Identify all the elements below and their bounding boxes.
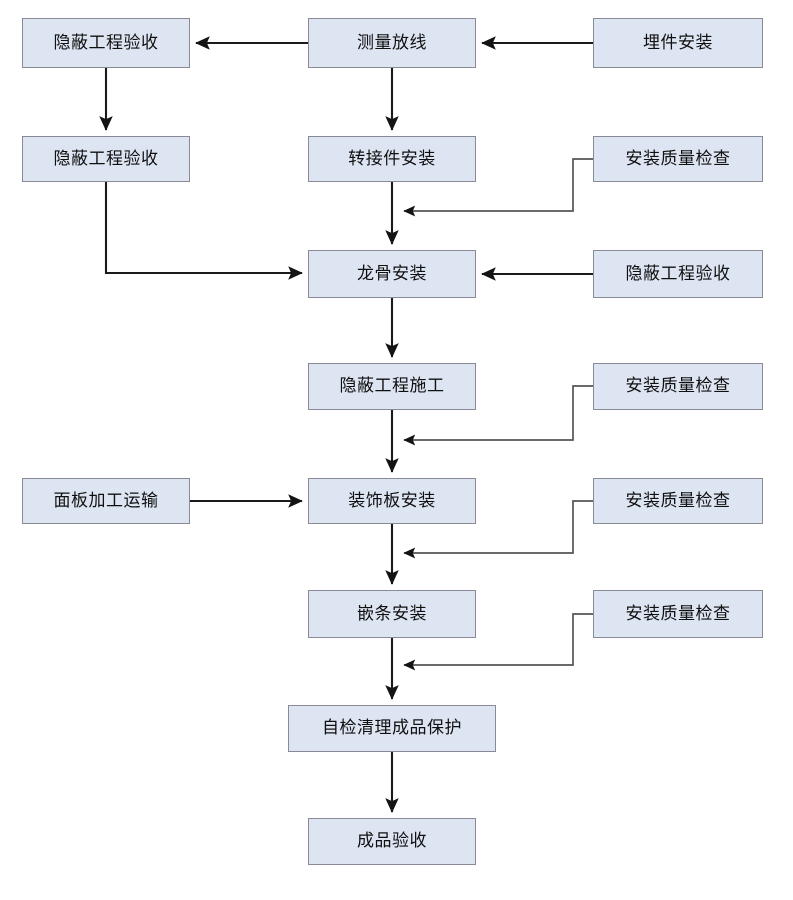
node-label: 埋件安装: [643, 32, 713, 53]
node-yinbi-gongcheng-yanshou-2[interactable]: 隐蔽工程验收: [22, 136, 190, 182]
node-label: 安装质量检查: [625, 603, 731, 624]
node-label: 转接件安装: [348, 148, 436, 169]
node-anzhuang-zhiliang-jiancha-3[interactable]: 安装质量检查: [593, 478, 763, 524]
node-yinbi-gongcheng-shigong[interactable]: 隐蔽工程施工: [308, 363, 476, 410]
node-qiantiao-anzhuang[interactable]: 嵌条安装: [308, 590, 476, 638]
node-label: 安装质量检查: [625, 490, 731, 511]
node-zhuanjiejian-anzhuang[interactable]: 转接件安装: [308, 136, 476, 182]
node-label: 自检清理成品保护: [322, 718, 462, 738]
node-label: 面板加工运输: [53, 490, 159, 511]
node-yinbi-gongcheng-yanshou-1[interactable]: 隐蔽工程验收: [22, 18, 190, 68]
node-label: 成品验收: [357, 831, 427, 851]
node-label: 隐蔽工程验收: [53, 32, 159, 53]
node-chengpin-yanshou[interactable]: 成品验收: [308, 818, 476, 865]
node-zhuangshiban-anzhuang[interactable]: 装饰板安装: [308, 478, 476, 524]
node-label: 嵌条安装: [357, 603, 427, 624]
node-maijian-anzhuang[interactable]: 埋件安装: [593, 18, 763, 68]
node-longgu-anzhuang[interactable]: 龙骨安装: [308, 250, 476, 298]
node-anzhuang-zhiliang-jiancha-1[interactable]: 安装质量检查: [593, 136, 763, 182]
node-zijian-qingli-chengpin-baohu[interactable]: 自检清理成品保护: [288, 705, 496, 752]
edge-yinbi2-to-longgu: [104, 182, 303, 280]
node-label: 安装质量检查: [625, 376, 731, 396]
node-anzhuang-zhiliang-jiancha-2[interactable]: 安装质量检查: [593, 363, 763, 410]
node-anzhuang-zhiliang-jiancha-4[interactable]: 安装质量检查: [593, 590, 763, 638]
node-label: 隐蔽工程施工: [339, 376, 445, 396]
node-label: 龙骨安装: [357, 263, 427, 284]
node-label: 隐蔽工程验收: [53, 148, 159, 169]
node-label: 测量放线: [357, 32, 427, 53]
node-celiang-fangxian[interactable]: 测量放线: [308, 18, 476, 68]
node-label: 装饰板安装: [348, 490, 436, 511]
node-label: 隐蔽工程验收: [625, 263, 731, 284]
node-mianban-jiagong-yunshu[interactable]: 面板加工运输: [22, 478, 190, 524]
node-label: 安装质量检查: [625, 148, 731, 169]
node-yinbi-gongcheng-yanshou-3[interactable]: 隐蔽工程验收: [593, 250, 763, 298]
